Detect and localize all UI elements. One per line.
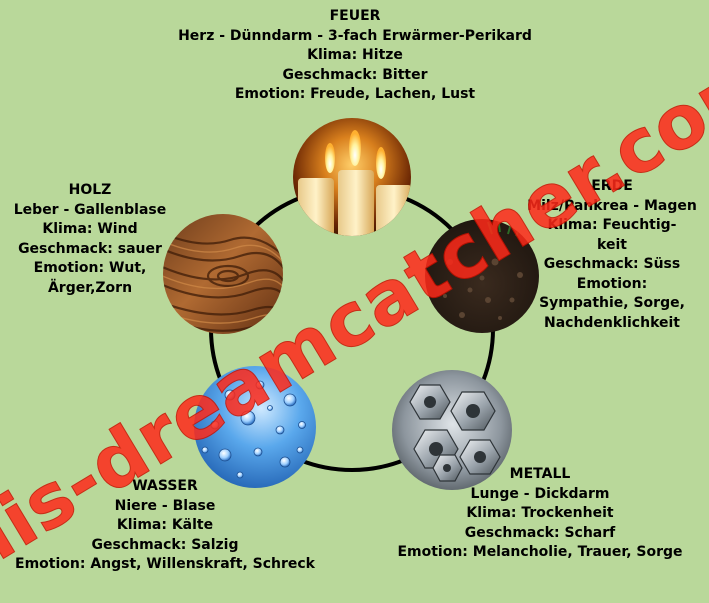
wood-title: HOLZ [68,182,112,198]
earth-organs: Milz/Pankrea - Magen [527,197,697,214]
water-climate: Klima: Kälte [116,517,214,533]
earth-climate-line-1: Klima: Feuchtig- [547,217,677,233]
earth-climate-line-2: keit [597,236,627,253]
water-element-text: WASSER Niere - Blase Klima: Kälte Geschm… [0,477,330,575]
wood-emotion-line-1: Emotion: Wut, [33,260,147,276]
metal-emotion: Emotion: Melancholie, Trauer, Sorge [397,544,683,560]
metal-nuts-photo [392,370,512,490]
earth-element-text: ERDE Milz/Pankrea - Magen Klima: Feuchti… [515,177,709,333]
five-elements-diagram [163,118,539,490]
water-emotion: Emotion: Angst, Willenskraft, Schreck [15,556,315,572]
wood-taste: Geschmack: sauer [18,240,162,257]
metal-climate: Klima: Trockenheit [466,505,614,521]
fire-organs: Herz - Dünndarm - 3-fach Erwärmer-Perika… [178,27,532,44]
candles-photo [293,118,411,236]
water-organs: Niere - Blase [114,497,216,514]
fire-emotion: Emotion: Freude, Lachen, Lust [234,86,476,102]
wood-climate: Klima: Wind [42,221,138,237]
soil-photo [425,219,539,333]
earth-title: ERDE [591,178,633,194]
water-taste: Geschmack: Salzig [91,536,239,553]
earth-taste: Geschmack: Süss [543,256,681,272]
metal-element-text: METALL Lunge - Dickdarm Klima: Trockenhe… [385,465,695,563]
earth-emotion-line-2: Sympathie, Sorge, [539,295,685,311]
earth-emotion-line-3: Nachdenklichkeit [543,314,680,331]
fire-taste: Geschmack: Bitter [282,66,428,83]
metal-taste: Geschmack: Scharf [464,524,616,541]
metal-organs: Lunge - Dickdarm [470,485,610,502]
fire-element-text: FEUER Herz - Dünndarm - 3-fach Erwärmer-… [150,7,560,105]
wood-emotion-line-2: Ärger,Zorn [47,279,133,296]
fire-title: FEUER [329,8,381,24]
fire-climate: Klima: Hitze [307,47,403,63]
earth-emotion-line-1: Emotion: [576,275,648,292]
metal-title: METALL [509,466,571,482]
water-title: WASSER [132,478,198,494]
water-drops-photo [194,366,316,488]
wood-element-text: HOLZ Leber - Gallenblase Klima: Wind Ges… [0,181,180,298]
wood-organs: Leber - Gallenblase [13,201,167,218]
